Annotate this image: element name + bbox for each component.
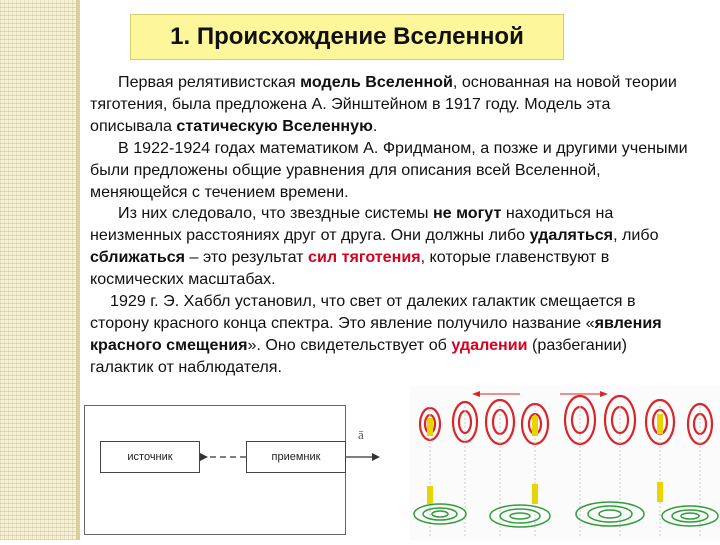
decorative-left-strip [0, 0, 76, 540]
red-field-lines [418, 394, 714, 446]
paragraph-consequence: Из них следовало, что звездные системы н… [90, 203, 690, 291]
bold-term: не могут [432, 204, 502, 223]
red-term: сил тяготения [308, 248, 421, 267]
paragraph-hubble: 1929 г. Э. Хаббл установил, что свет от … [90, 291, 690, 379]
source-label: источник [127, 451, 173, 463]
paragraph-friedmann: В 1922-1924 годах математиком А. Фридман… [90, 138, 690, 204]
redshift-illustration [410, 386, 720, 540]
arrow-label: ā [358, 427, 364, 442]
red-term: удалении [451, 335, 528, 354]
text-run: , которые главенствуют в космических мас… [90, 248, 610, 289]
receiver-box: приемник [246, 441, 346, 473]
bold-term: модель Вселенной [300, 73, 453, 91]
text-run: находиться на неизменных расстояниях дру… [90, 204, 614, 245]
text-run: , основанная на новой теории тяготения, … [90, 73, 677, 135]
bold-term: явления красного смещения [90, 313, 662, 354]
source-arrowhead [200, 453, 208, 461]
text-run: (разбегании) галактик от наблюдателя. [90, 335, 627, 376]
slide-title: 1. Происхождение Вселенной [130, 14, 564, 60]
receiver-label: приемник [271, 451, 321, 463]
bold-term: статическую Вселенную [176, 116, 373, 135]
text-run: . [372, 116, 378, 135]
text-run: В 1922-1924 годах математиком А. Фридман… [90, 138, 688, 201]
bold-term: удаляться [529, 226, 614, 245]
output-arrowhead [372, 453, 380, 461]
paragraph-einstein: Первая релятивистская модель Вселенной, … [90, 72, 690, 138]
body-text: Первая релятивистская модель Вселенной, … [90, 72, 690, 379]
slide-title-text: 1. Происхождение Вселенной [170, 23, 524, 50]
text-run: Из них следовало, что звездные системы [118, 204, 433, 223]
left-arrowhead [472, 391, 480, 397]
bold-term: сближаться [90, 248, 186, 267]
left-strip-border [76, 0, 80, 540]
wave-drawing [413, 391, 719, 536]
green-field-rings [413, 501, 719, 528]
text-run: ». Оно свидетельствует об [247, 335, 452, 354]
text-run: 1929 г. Э. Хаббл установил, что свет от … [90, 292, 636, 332]
right-arrowhead [600, 391, 608, 397]
text-run: , либо [613, 226, 659, 245]
text-run: Первая релятивистская [118, 73, 301, 91]
source-box: источник [100, 441, 200, 473]
text-run: – это результат [185, 248, 309, 267]
yellow-markers [427, 414, 663, 504]
